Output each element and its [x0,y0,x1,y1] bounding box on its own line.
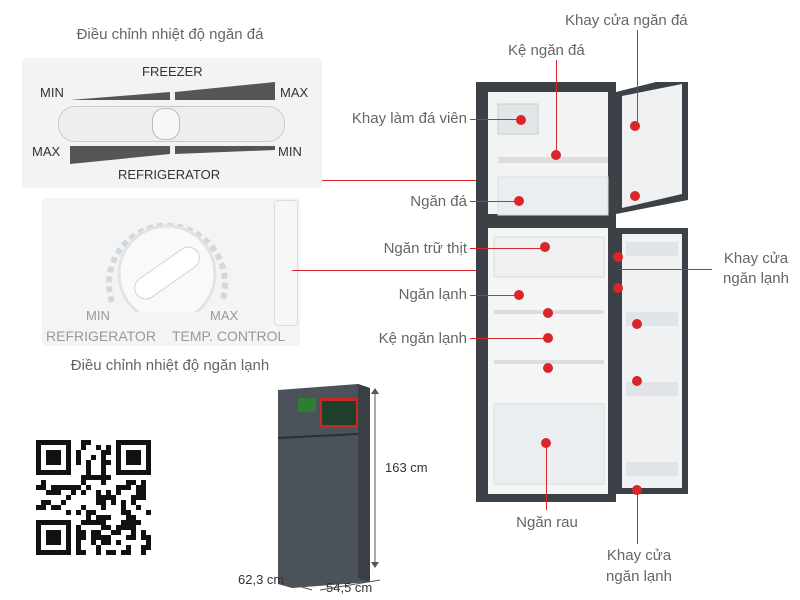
base-dimension-arrows [277,579,381,591]
dimension-depth: 62,3 cm [238,572,285,587]
dial-temp-control-label: TEMP. CONTROL [172,328,286,344]
fridge-control-caption: Điều chỉnh nhiệt độ ngăn lạnh [70,357,270,374]
freezer-control-panel: FREEZER MIN MAX MAX MIN REFRIGERATOR [22,58,322,188]
dot-shelf-2 [543,333,553,343]
dot-meat [540,242,550,252]
refrigerator-label: REFRIGERATOR [118,167,221,182]
label-ke-ngan-lanh: Kệ ngăn lạnh [378,330,467,347]
dot-freezer-door-1 [630,121,640,131]
fridge-control-panel: MIN MAX REFRIGERATOR TEMP. CONTROL [42,198,300,346]
height-dimension-arrow [371,388,379,568]
label-khay-cua-ngan-lanh-2a: Khay cửa [606,547,672,564]
label-ngan-da: Ngăn đá [410,193,467,210]
min-top-label: MIN [40,85,64,100]
dot-veg [541,438,551,448]
fridge-panel-leader [292,270,482,271]
label-ke-ngan-da: Kệ ngăn đá [508,42,585,59]
label-khay-lam-da-vien: Khay làm đá viên [351,110,467,127]
label-khay-cua-ngan-lanh-2b: ngăn lạnh [606,568,672,585]
dimension-width: 54,5 cm [326,580,373,595]
label-ngan-tru-thit: Ngăn trữ thịt [383,240,467,257]
closed-fridge-illustration [277,384,370,588]
leader-khay-cua-lanh-1 [619,269,712,270]
label-ngan-lanh: Ngăn lạnh [398,286,467,303]
temp-dial[interactable] [92,202,242,312]
dot-freezer-shelf [551,150,561,160]
label-ngan-rau: Ngăn rau [516,514,578,531]
dot-door-3 [632,319,642,329]
label-khay-cua-ngan-lanh-1a: Khay cửa [723,250,789,267]
dot-door-fridge-2 [613,283,623,293]
leader-ngan-rau [546,444,547,510]
leader-ngan-lanh [470,295,520,296]
dot-ice-tray [516,115,526,125]
leader-khay-lam-da [470,119,522,120]
dot-shelf-3 [543,363,553,373]
min-bottom-label: MIN [278,144,302,159]
refrigerator-scale-wedge [70,146,275,164]
temperature-slider-knob[interactable] [152,108,180,140]
qr-code-image [36,440,151,555]
dot-door-4 [632,376,642,386]
panel-edge [274,200,298,326]
freezer-scale-wedge [70,82,275,100]
max-top-label: MAX [280,85,309,100]
dial-refrigerator-label: REFRIGERATOR [46,328,156,344]
open-fridge-illustration [476,82,688,502]
max-bottom-label: MAX [32,144,61,159]
dimension-height: 163 cm [385,460,428,475]
freezer-panel-leader [322,180,482,181]
dial-min-label: MIN [86,308,110,323]
leader-khay-cua-da [637,30,638,126]
label-khay-cua-ngan-lanh-1b: ngăn lạnh [723,270,789,287]
leader-khay-cua-lanh-2 [637,490,638,544]
leader-ngan-da [470,201,520,202]
dot-door-fridge-1 [613,252,623,262]
leader-ke-ngan-da [556,60,557,155]
freezer-control-caption: Điều chỉnh nhiệt độ ngăn đá [76,26,264,43]
leader-ke-ngan-lanh [470,338,548,339]
label-khay-cua-ngan-da: Khay cửa ngăn đá [565,12,688,29]
leader-ngan-tru-thit [470,248,546,249]
dot-freezer-door-2 [630,191,640,201]
freezer-label: FREEZER [142,64,203,79]
dial-max-label: MAX [210,308,239,323]
dot-shelf-1 [543,308,553,318]
